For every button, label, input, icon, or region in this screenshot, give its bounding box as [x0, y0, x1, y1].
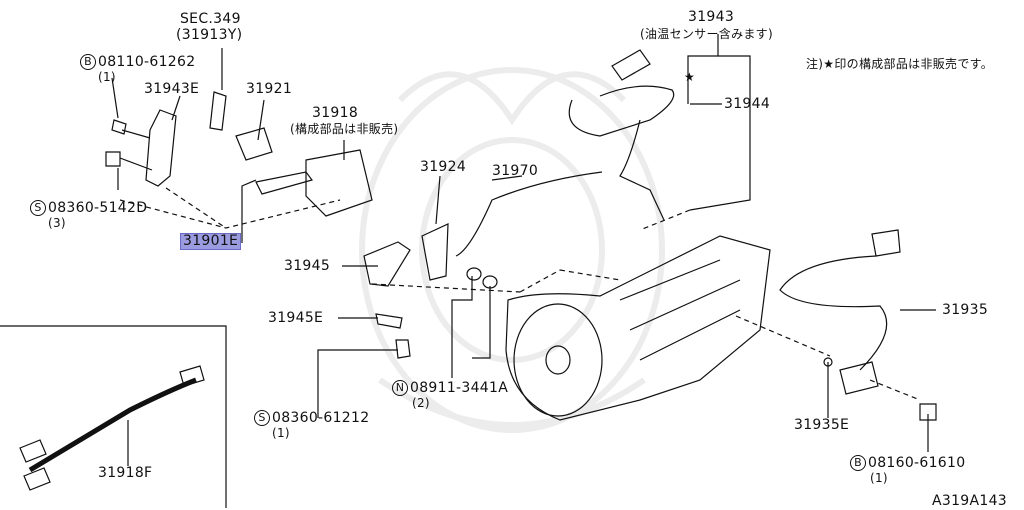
label-31935: 31935 [942, 302, 989, 318]
torque-converter [513, 303, 603, 417]
label-31970: 31970 [492, 163, 539, 179]
bolt-code-badge: B [80, 54, 96, 70]
label-sec349: SEC.349 [180, 11, 241, 27]
oring-31935e [823, 357, 833, 367]
bracket-31945 [363, 241, 411, 287]
connector-31943 [611, 49, 651, 81]
label-31945: 31945 [284, 258, 331, 274]
label-31943: 31943 [688, 9, 735, 25]
leader-31943e [171, 95, 181, 121]
label-31944: 31944 [724, 96, 771, 112]
clip-31945e [375, 313, 403, 329]
inset-frame [0, 325, 227, 508]
nut-code-badge: N [392, 380, 408, 396]
label-bolt-08110-qty: (1) [98, 70, 116, 84]
label-nut-08911-qty: (2) [412, 396, 430, 410]
label-31921: 31921 [246, 81, 293, 97]
leader-screw2 [317, 349, 398, 418]
label-bolt-08160-qty: (1) [870, 471, 888, 485]
switch-31918 [305, 149, 373, 217]
leader-bolt1 [111, 77, 119, 119]
screw-08360-5142d [105, 151, 153, 171]
lever-31921 [235, 127, 273, 161]
bolt-08110 [111, 119, 151, 139]
leader-31921 [257, 99, 265, 141]
screw-08360-61212 [395, 339, 411, 359]
harness-31944 [568, 85, 675, 137]
bolt2-code-badge: B [850, 455, 866, 471]
cable-31970 [455, 171, 603, 257]
leader-nut-a [451, 276, 473, 378]
label-31918f: 31918F [98, 465, 153, 481]
dashed-assembly-lines [119, 187, 921, 401]
detent-plate-31924 [421, 223, 449, 281]
label-31943e: 31943E [144, 81, 200, 97]
label-31918-note: (構成部品は非販売) [290, 122, 399, 136]
label-screw-08360-5142d-qty: (3) [48, 216, 66, 230]
watermark-emblem [359, 67, 665, 433]
leader-31901e [241, 179, 257, 243]
label-31945e: 31945E [268, 310, 324, 326]
label-31924: 31924 [420, 159, 467, 175]
leader-31943-b [689, 55, 751, 211]
harness-connectors [19, 365, 205, 491]
label-screw-08360-61212-qty: (1) [272, 426, 290, 440]
arm-sec349 [209, 91, 227, 131]
screw-code-badge: S [30, 200, 46, 216]
screw2-code-badge: S [254, 410, 270, 426]
bracket-31943e [145, 109, 177, 187]
nut-2 [482, 275, 498, 289]
converter-hub [545, 345, 571, 375]
label-not-for-sale-note: 注)★印の構成部品は非販売です。 [806, 57, 994, 71]
label-31901e-highlighted[interactable]: 31901E [180, 233, 242, 250]
nut-1 [466, 267, 482, 281]
label-31918: 31918 [312, 105, 359, 121]
star-mark: ★ [684, 70, 696, 84]
switch-arm [255, 171, 314, 195]
leader-31970 [491, 175, 523, 181]
transmission-body [505, 235, 771, 421]
harness-branch [619, 119, 665, 221]
leader-31924 [435, 175, 441, 225]
leader-nut-b [472, 286, 491, 359]
bolt-08160 [919, 403, 937, 421]
label-31943-note: (油温センサー含みます) [640, 27, 773, 41]
label-31935e: 31935E [794, 417, 850, 433]
harness-31935 [779, 255, 888, 371]
harness-31918f [28, 377, 197, 473]
leader-31943-a [687, 34, 719, 104]
connector-31935 [871, 229, 901, 257]
sensor-31935 [839, 361, 879, 395]
diagram-id: A319A143 [932, 493, 1007, 509]
transmission-ribs [619, 259, 741, 361]
label-sec349-sub: (31913Y) [176, 27, 243, 43]
